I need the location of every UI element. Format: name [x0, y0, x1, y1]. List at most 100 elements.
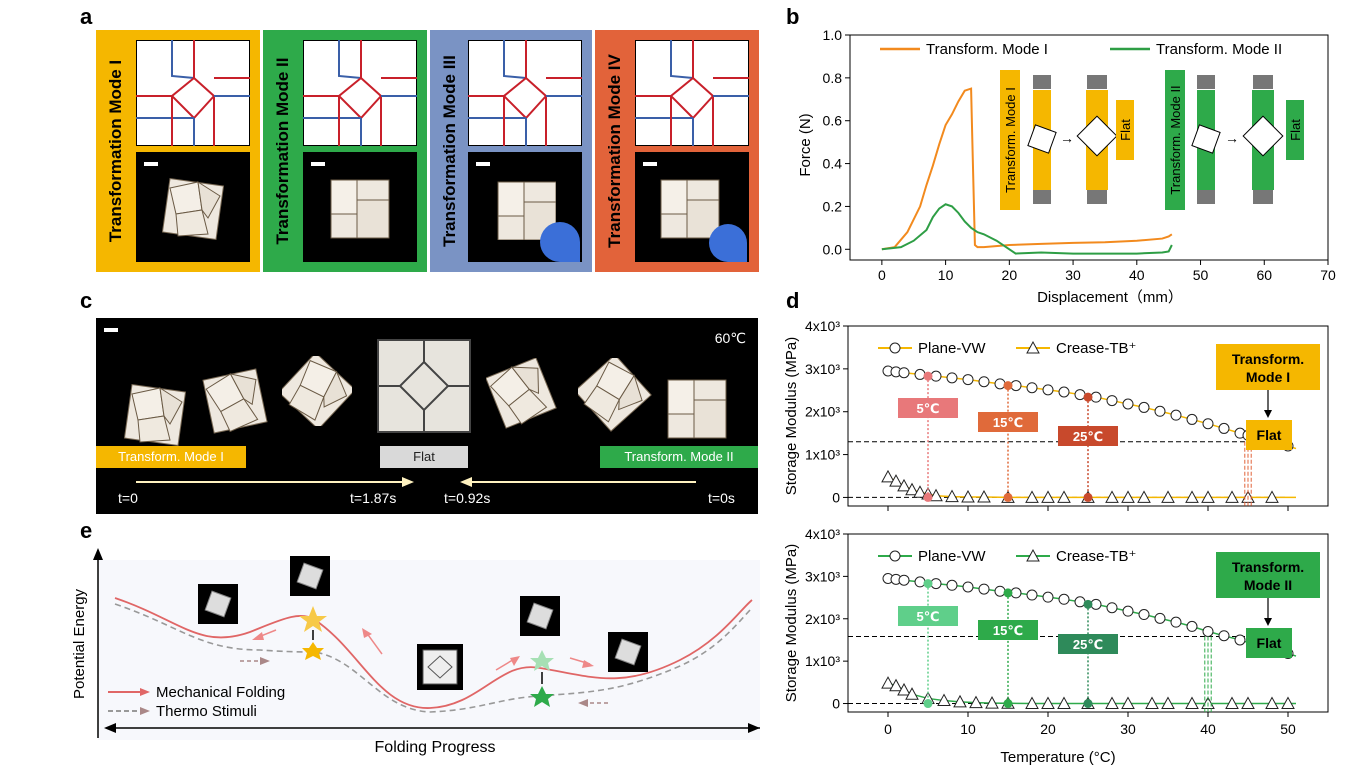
data-point-triangle [969, 695, 983, 709]
origami-frame-3 [282, 356, 352, 426]
inset-mode1-label: Transform. Mode I [1003, 87, 1018, 193]
inset-mode2: Transform. Mode II → Flat [1165, 70, 1304, 210]
data-point-circle [1058, 593, 1070, 605]
thermo-stimuli-curve [114, 603, 753, 713]
star-icon [302, 642, 324, 660]
x-axis-label: Temperature (°C) [1000, 749, 1115, 766]
data-point-triangle [905, 482, 919, 496]
y-tick-label: 2x10³ [805, 611, 840, 627]
mode-title-box [1216, 552, 1320, 598]
data-point-triangle [905, 687, 919, 700]
origami-thumbnail [289, 555, 331, 597]
legend-marker-2 [1026, 548, 1040, 562]
series-line-2 [881, 203, 1173, 255]
arrow-head [1264, 410, 1272, 418]
data-point-circle [994, 585, 1006, 597]
y-axis-label: Potential Energy [71, 588, 88, 699]
y-tick-label: 0.6 [823, 113, 843, 129]
y-tick-label: 0.2 [823, 198, 843, 214]
data-point-triangle [1241, 696, 1255, 710]
star-icon [530, 650, 554, 671]
legend-label-1: Plane-VW [918, 340, 986, 357]
mode-column-1: Transformation Mode I [96, 30, 260, 272]
scale-bar [104, 328, 118, 332]
y-tick-label: 1x10³ [805, 447, 840, 463]
data-point-circle [1042, 384, 1054, 396]
x-tick-label: 30 [1065, 267, 1081, 283]
data-point-triangle [1265, 490, 1279, 503]
crease-pattern-2 [303, 40, 417, 146]
y-axis-label: Storage Modulus (MPa) [783, 544, 800, 702]
scale-bar [311, 162, 325, 166]
inset-mode1-flat: Flat [1118, 119, 1133, 141]
data-point-circle [1074, 596, 1086, 608]
data-point-circle [1106, 602, 1118, 614]
data-point-triangle [897, 682, 911, 696]
data-point-triangle [1105, 696, 1119, 710]
temp-tag-label: 25℃ [1073, 429, 1103, 444]
temp-tag-bg [1058, 634, 1118, 654]
data-point-triangle [1161, 696, 1175, 710]
crease-pattern-1 [136, 40, 250, 146]
temp-tag-bg [978, 620, 1038, 640]
temp-tag-label: 5℃ [917, 401, 940, 416]
y-axis-label: Force (N) [797, 113, 814, 176]
origami-thumbnail [607, 631, 649, 673]
mode-title-line1: Transform. [1232, 559, 1304, 575]
y-tick-label: 0.4 [823, 156, 843, 172]
data-point-circle [898, 367, 910, 379]
mechanical-folding-curve [114, 597, 753, 709]
data-point-triangle [1057, 490, 1071, 503]
data-point-triangle [881, 676, 895, 689]
origami-photo-1 [136, 152, 250, 262]
legend-marker-2 [1026, 340, 1040, 354]
data-point-triangle [977, 489, 991, 503]
data-point-circle [898, 574, 910, 586]
legend-label-2: Crease-TB⁺ [1056, 340, 1136, 357]
data-point-circle [962, 374, 974, 386]
data-point-triangle [1121, 490, 1135, 503]
y-tick-label: 4x10³ [805, 526, 840, 542]
data-point-circle [1138, 609, 1150, 621]
y-tick-label: 0.8 [823, 70, 843, 86]
crease-pattern-3 [468, 40, 582, 146]
x-tick-label: 20 [1040, 721, 1056, 737]
arrow-head [1264, 618, 1272, 626]
panel-c-filmstrip: 60℃ Transform. Mode I Flat Transform. Mo… [96, 318, 758, 514]
data-point-triangle [1057, 696, 1071, 710]
x-tick-label: 0 [884, 721, 892, 737]
temp-tag-bg [978, 412, 1038, 432]
y-tick-label: 3x10³ [805, 361, 840, 377]
data-point-circle [1122, 398, 1134, 410]
panel-label-c: c [80, 288, 93, 313]
origami-thumbnail [519, 595, 561, 637]
data-point-circle [1026, 589, 1038, 601]
temp-tag-label: 15℃ [993, 623, 1023, 638]
origami-model-icon [330, 179, 390, 239]
legend-marker-1 [889, 342, 901, 354]
mode-title-4: Transformation Mode IV [605, 54, 624, 248]
panel-label-a: a [80, 4, 93, 29]
data-point-triangle [1145, 696, 1159, 710]
star-icon [530, 686, 554, 707]
data-point-triangle [1225, 696, 1239, 710]
x-tick-label: 40 [1129, 267, 1145, 283]
data-point-triangle [913, 485, 927, 498]
data-point-circle [994, 378, 1006, 390]
data-point-circle [1122, 605, 1134, 617]
mode1-tag: Transform. Mode I [96, 446, 246, 468]
panel-label-b: b [786, 4, 800, 29]
time-arrows [136, 477, 696, 487]
origami-frame-2 [200, 366, 270, 436]
data-point-triangle [1185, 696, 1199, 710]
finger-icon [540, 222, 580, 262]
data-point-circle [1202, 625, 1214, 637]
temp-tag-label: 15℃ [993, 415, 1023, 430]
temp-marker-dot [1083, 699, 1093, 709]
data-point-circle [1170, 616, 1182, 628]
data-point-triangle [1185, 490, 1199, 503]
